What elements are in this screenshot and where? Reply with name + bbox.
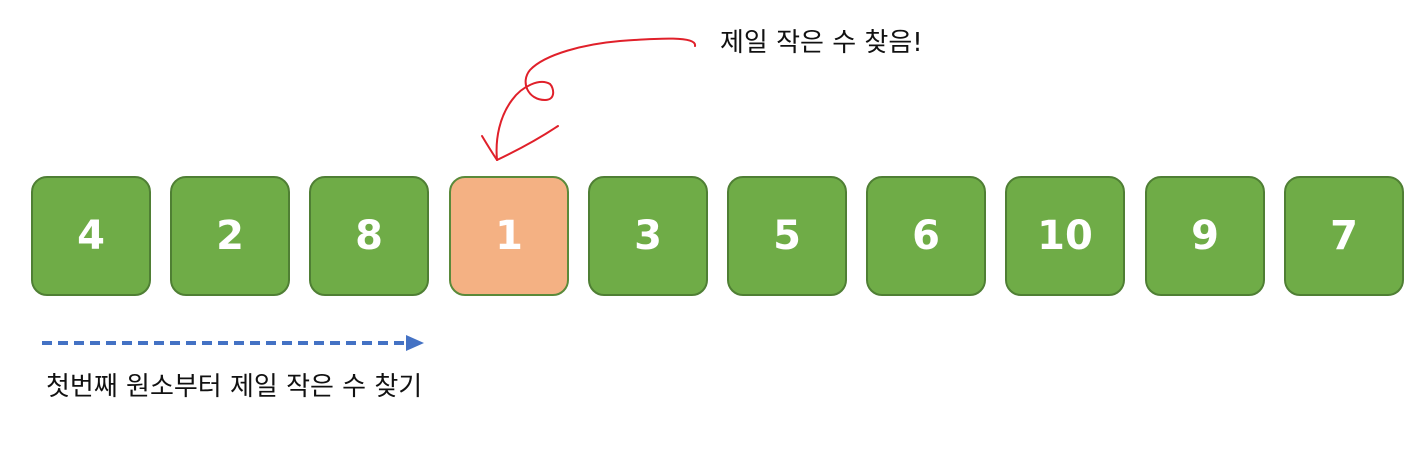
pointer-arrowhead-right: [496, 125, 559, 161]
scan-description-annotation: 첫번째 원소부터 제일 작은 수 찾기: [46, 372, 423, 402]
pointer-arrowhead-left: [481, 135, 498, 161]
array-element: 7: [1284, 176, 1404, 296]
array-element: 2: [170, 176, 290, 296]
array-element: 4: [31, 176, 151, 296]
array-element: 10: [1005, 176, 1125, 296]
pointer-arrow-curve: [495, 37, 696, 161]
array-element: 6: [866, 176, 986, 296]
array-element: 8: [309, 176, 429, 296]
found-smallest-annotation: 제일 작은 수 찾음!: [720, 28, 923, 58]
array-element: 9: [1145, 176, 1265, 296]
array-element: 3: [588, 176, 708, 296]
scan-arrowhead: [406, 335, 424, 351]
array-element: 5: [727, 176, 847, 296]
array-element-min: 1: [449, 176, 569, 296]
